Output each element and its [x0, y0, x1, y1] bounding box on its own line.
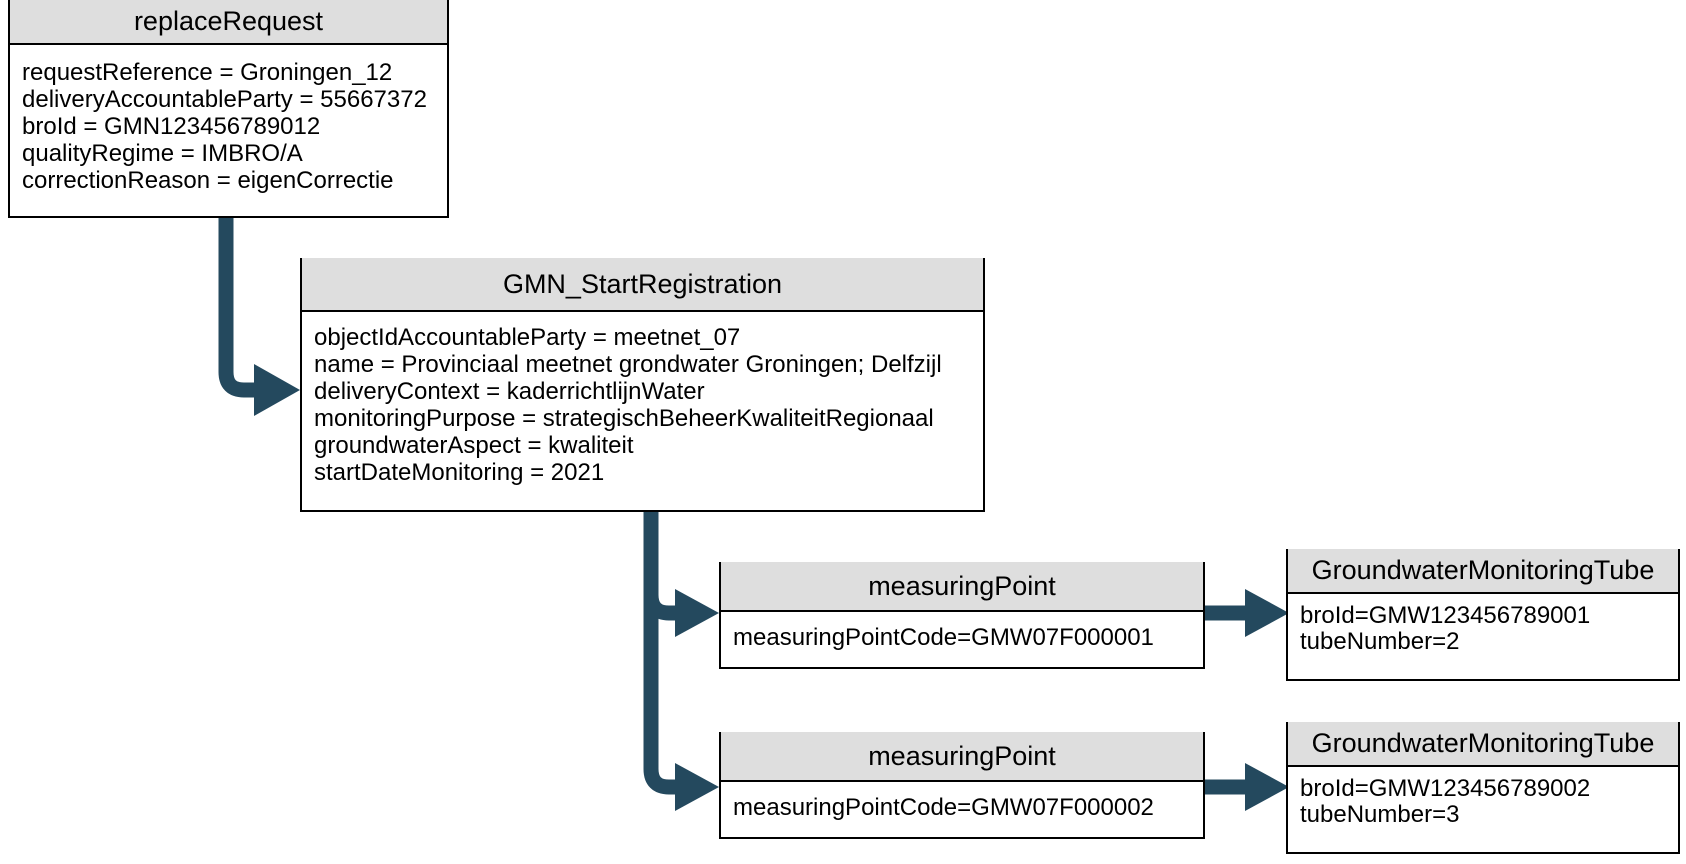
class-title-replace-request: replaceRequest	[10, 0, 447, 45]
class-title-gmn-start-registration: GMN_StartRegistration	[302, 258, 983, 312]
attribute-row: requestReference = Groningen_12	[22, 59, 393, 86]
class-title-measuring-point-2: measuringPoint	[721, 732, 1203, 782]
attribute-row: deliveryContext = kaderrichtlijnWater	[314, 378, 705, 405]
attribute-row: correctionReason = eigenCorrectie	[22, 167, 394, 194]
attribute-row: measuringPointCode=GMW07F000002	[733, 794, 1154, 821]
attribute-row: tubeNumber=3	[1300, 801, 1460, 828]
connector-start-registration-to-measuring-point-1	[643, 512, 719, 637]
attribute-row: broId=GMW123456789002	[1300, 775, 1591, 802]
class-title-text: measuringPoint	[868, 740, 1056, 771]
attribute-row: monitoringPurpose = strategischBeheerKwa…	[314, 405, 934, 432]
class-title-groundwater-monitoring-tube-2: GroundwaterMonitoringTube	[1288, 722, 1678, 767]
attribute-row: broId = GMN123456789012	[22, 113, 321, 140]
attribute-row: qualityRegime = IMBRO/A	[22, 140, 303, 167]
class-title-text: replaceRequest	[133, 6, 324, 37]
class-title-measuring-point-1: measuringPoint	[721, 562, 1203, 612]
class-box-groundwater-monitoring-tube-2[interactable]: GroundwaterMonitoringTube broId=GMW12345…	[1286, 722, 1680, 854]
attribute-row: deliveryAccountableParty = 55667372	[22, 86, 427, 113]
connector-replace-request-to-start-registration	[218, 218, 300, 416]
class-box-measuring-point-1[interactable]: measuringPoint measuringPointCode=GMW07F…	[719, 562, 1205, 669]
class-attributes-replace-request: requestReference = Groningen_12 delivery…	[10, 45, 447, 204]
class-title-text: GMN_StartRegistration	[502, 268, 783, 299]
attribute-row: tubeNumber=2	[1300, 628, 1460, 655]
class-title-text: GroundwaterMonitoringTube	[1311, 555, 1655, 586]
class-attributes-measuring-point-2: measuringPointCode=GMW07F000002	[721, 782, 1203, 831]
class-box-measuring-point-2[interactable]: measuringPoint measuringPointCode=GMW07F…	[719, 732, 1205, 839]
class-attributes-gmn-start-registration: objectIdAccountableParty = meetnet_07 na…	[302, 312, 983, 496]
class-title-text: GroundwaterMonitoringTube	[1311, 728, 1655, 759]
connector-measuring-point-1-to-tube-1	[1205, 589, 1289, 637]
class-box-gmn-start-registration[interactable]: GMN_StartRegistration objectIdAccountabl…	[300, 258, 985, 512]
class-attributes-groundwater-monitoring-tube-1: broId=GMW123456789001 tubeNumber=2	[1288, 594, 1678, 665]
connector-start-registration-to-measuring-point-2	[643, 595, 719, 811]
class-title-groundwater-monitoring-tube-1: GroundwaterMonitoringTube	[1288, 549, 1678, 594]
attribute-row: objectIdAccountableParty = meetnet_07	[314, 324, 741, 351]
class-attributes-measuring-point-1: measuringPointCode=GMW07F000001	[721, 612, 1203, 661]
attribute-row: name = Provinciaal meetnet grondwater Gr…	[314, 351, 942, 378]
connector-measuring-point-2-to-tube-2	[1205, 763, 1289, 811]
class-attributes-groundwater-monitoring-tube-2: broId=GMW123456789002 tubeNumber=3	[1288, 767, 1678, 838]
class-box-groundwater-monitoring-tube-1[interactable]: GroundwaterMonitoringTube broId=GMW12345…	[1286, 549, 1680, 681]
class-title-text: measuringPoint	[868, 570, 1056, 601]
class-box-replace-request[interactable]: replaceRequest requestReference = Gronin…	[8, 0, 449, 218]
attribute-row: broId=GMW123456789001	[1300, 602, 1591, 629]
attribute-row: measuringPointCode=GMW07F000001	[733, 624, 1154, 651]
attribute-row: groundwaterAspect = kwaliteit	[314, 432, 634, 459]
attribute-row: startDateMonitoring = 2021	[314, 459, 605, 486]
